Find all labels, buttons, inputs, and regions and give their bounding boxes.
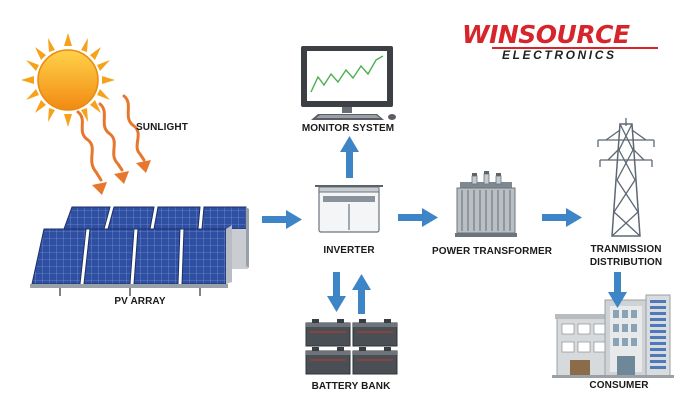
sun-icon bbox=[21, 33, 115, 127]
inverter-icon bbox=[315, 185, 383, 233]
label-pv-array: PV ARRAY bbox=[114, 296, 166, 307]
label-inverter: INVERTER bbox=[323, 245, 375, 256]
buildings-icon bbox=[552, 294, 674, 378]
battery-icon bbox=[305, 319, 398, 375]
label-sunlight: SUNLIGHT bbox=[136, 122, 188, 133]
arrow-inverter-to-monitor bbox=[340, 136, 359, 178]
label-distribution: DISTRIBUTION bbox=[589, 257, 663, 268]
brand-tagline: ELECTRONICS bbox=[502, 48, 617, 62]
label-consumer: CONSUMER bbox=[589, 380, 649, 391]
brand-logo: WINSOURCE bbox=[462, 20, 630, 49]
transformer-icon bbox=[455, 171, 517, 237]
solar-panel-icon bbox=[30, 206, 249, 296]
arrow-transformer-to-transmission bbox=[542, 208, 582, 227]
label-battery-bank: BATTERY BANK bbox=[311, 381, 391, 392]
monitor-icon bbox=[301, 46, 396, 120]
sunlight-rays bbox=[76, 94, 146, 182]
label-transmission: TRANMISSION bbox=[590, 244, 662, 255]
brand-underline bbox=[492, 47, 658, 49]
arrow-transmission-to-consumer bbox=[608, 272, 627, 308]
label-power-transformer: POWER TRANSFORMER bbox=[432, 246, 553, 257]
sunlight-arrowheads bbox=[92, 160, 151, 195]
arrow-pv-to-inverter bbox=[262, 210, 302, 229]
arrow-inverter-to-battery bbox=[327, 272, 346, 312]
arrow-inverter-to-transformer bbox=[398, 208, 438, 227]
transmission-tower-icon bbox=[597, 118, 655, 237]
label-monitor-system: MONITOR SYSTEM bbox=[301, 123, 395, 134]
flow-arrows bbox=[262, 136, 627, 314]
arrow-battery-to-inverter bbox=[352, 274, 371, 314]
